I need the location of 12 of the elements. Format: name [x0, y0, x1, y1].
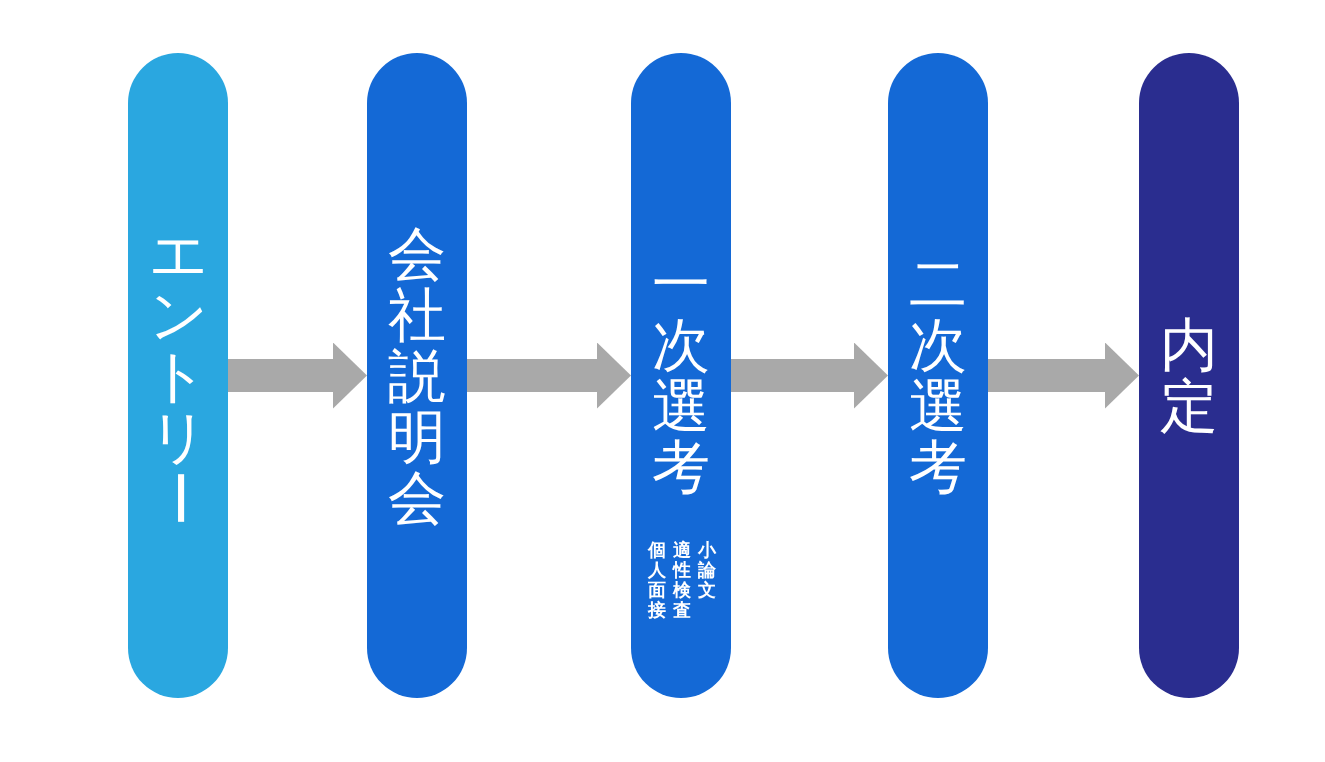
step-label: 一次選考	[651, 253, 711, 498]
step-label: 内定	[1159, 314, 1219, 437]
block-arrow	[988, 342, 1139, 409]
sub-step-text: 個人面接	[647, 540, 666, 620]
step-label: エントリー	[147, 223, 209, 528]
sub-step-text: 適性検査	[672, 540, 691, 620]
block-arrow	[731, 342, 888, 409]
block-arrow	[467, 342, 631, 409]
step-label: 二次選考	[908, 253, 968, 498]
step-label: 会社説明会	[387, 223, 447, 528]
block-arrow	[228, 342, 367, 409]
sub-step-text: 小論文	[697, 540, 716, 600]
